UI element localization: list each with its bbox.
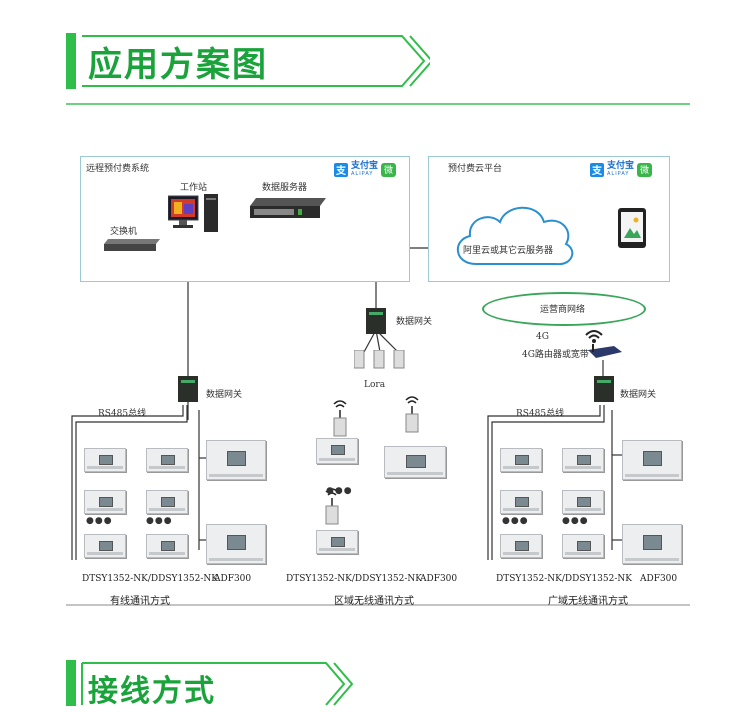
energy-meter	[562, 534, 604, 558]
cloud-icon	[446, 198, 578, 278]
alipay-icon: 支	[590, 162, 604, 177]
wide-caption: 广域无线通讯方式	[548, 596, 628, 607]
workstation-icon	[167, 194, 218, 232]
tablet-icon	[618, 208, 648, 254]
router-4g-label: 4G	[536, 332, 549, 342]
switch-label: 交换机	[110, 227, 138, 237]
energy-meter	[500, 490, 542, 514]
ellipsis-dots: ●●●	[502, 516, 529, 526]
energy-meter	[500, 534, 542, 558]
cloud-label: 阿里云或其它云服务器	[463, 246, 554, 256]
wireless-module-icon	[325, 488, 339, 525]
wechat-icon: 微	[637, 162, 653, 177]
section-header: 应用方案图	[66, 33, 690, 89]
adf300-meter	[206, 524, 266, 564]
router-desc-label: 4G路由器或宽带	[522, 350, 589, 360]
ellipsis-dots: ●●●	[326, 486, 353, 496]
wifi-icon	[584, 328, 604, 347]
header-accent-bar	[66, 33, 76, 89]
meter-model-caption: DTSY1352-NK/DDSY1352-NK	[82, 574, 218, 584]
gateway-icon	[594, 376, 616, 408]
energy-meter	[562, 490, 604, 514]
regional-caption: 区域无线通讯方式	[334, 596, 414, 607]
alipay-logo: 支 支付宝 ALIPAY 微	[590, 162, 653, 177]
gateway-icon	[178, 376, 200, 408]
adf300-meter	[622, 440, 682, 480]
adf-caption: ADF300	[214, 574, 252, 584]
gateway-label-wide: 数据网关	[620, 390, 657, 400]
server-label: 数据服务器	[262, 183, 308, 193]
alipay-icon: 支	[334, 162, 348, 177]
header-accent-bar	[66, 660, 76, 706]
gateway-icon	[366, 308, 388, 340]
alipay-logo: 支 支付宝 ALIPAY 微	[334, 162, 397, 177]
remote-prepaid-title: 远程预付费系统	[86, 164, 150, 174]
router-icon	[588, 344, 622, 364]
switch-icon	[104, 238, 160, 257]
wireless-module-icon	[333, 400, 347, 437]
energy-meter	[562, 448, 604, 472]
lora-node-icon	[353, 349, 410, 376]
ellipsis-dots: ●●●	[146, 516, 173, 526]
workstation-label: 工作站	[180, 183, 208, 193]
header-frame	[82, 35, 430, 87]
gateway-label-wired: 数据网关	[206, 390, 243, 400]
adf300-meter	[622, 524, 682, 564]
section-header: 接线方式	[66, 660, 690, 709]
section-title: 接线方式	[88, 674, 216, 709]
energy-meter	[84, 490, 126, 514]
wireless-module-icon	[405, 396, 419, 433]
ellipsis-dots: ●●●	[86, 516, 113, 526]
remote-prepaid-panel	[80, 156, 410, 282]
energy-meter	[146, 448, 188, 472]
adf300-meter	[384, 446, 446, 478]
energy-meter	[500, 448, 542, 472]
lora-label: Lora	[364, 380, 386, 390]
gateway-label-regional: 数据网关	[396, 317, 433, 327]
carrier-network	[482, 292, 646, 326]
adf300-meter	[206, 440, 266, 480]
rs485-label-wired: RS485总线	[98, 409, 147, 419]
section-divider	[66, 103, 690, 105]
meter-model-caption: DTSY1352-NK/DDSY1352-NK	[496, 574, 632, 584]
cloud-platform-title: 预付费云平台	[448, 164, 503, 174]
rs485-label-wide: RS485总线	[516, 409, 565, 419]
adf-caption: ADF300	[640, 574, 678, 584]
carrier-network-label: 运营商网络	[540, 305, 586, 315]
adf-caption: ADF300	[420, 574, 458, 584]
energy-meter	[146, 490, 188, 514]
energy-meter	[146, 534, 188, 558]
energy-meter	[316, 438, 358, 464]
section-title: 应用方案图	[88, 44, 268, 85]
ellipsis-dots: ●●●	[562, 516, 589, 526]
meter-model-caption: DTSY1352-NK/DDSY1352-NK	[286, 574, 422, 584]
energy-meter	[316, 530, 358, 554]
server-icon	[250, 198, 326, 224]
wechat-icon: 微	[381, 162, 397, 177]
wired-caption: 有线通讯方式	[110, 596, 170, 607]
energy-meter	[84, 448, 126, 472]
energy-meter	[84, 534, 126, 558]
